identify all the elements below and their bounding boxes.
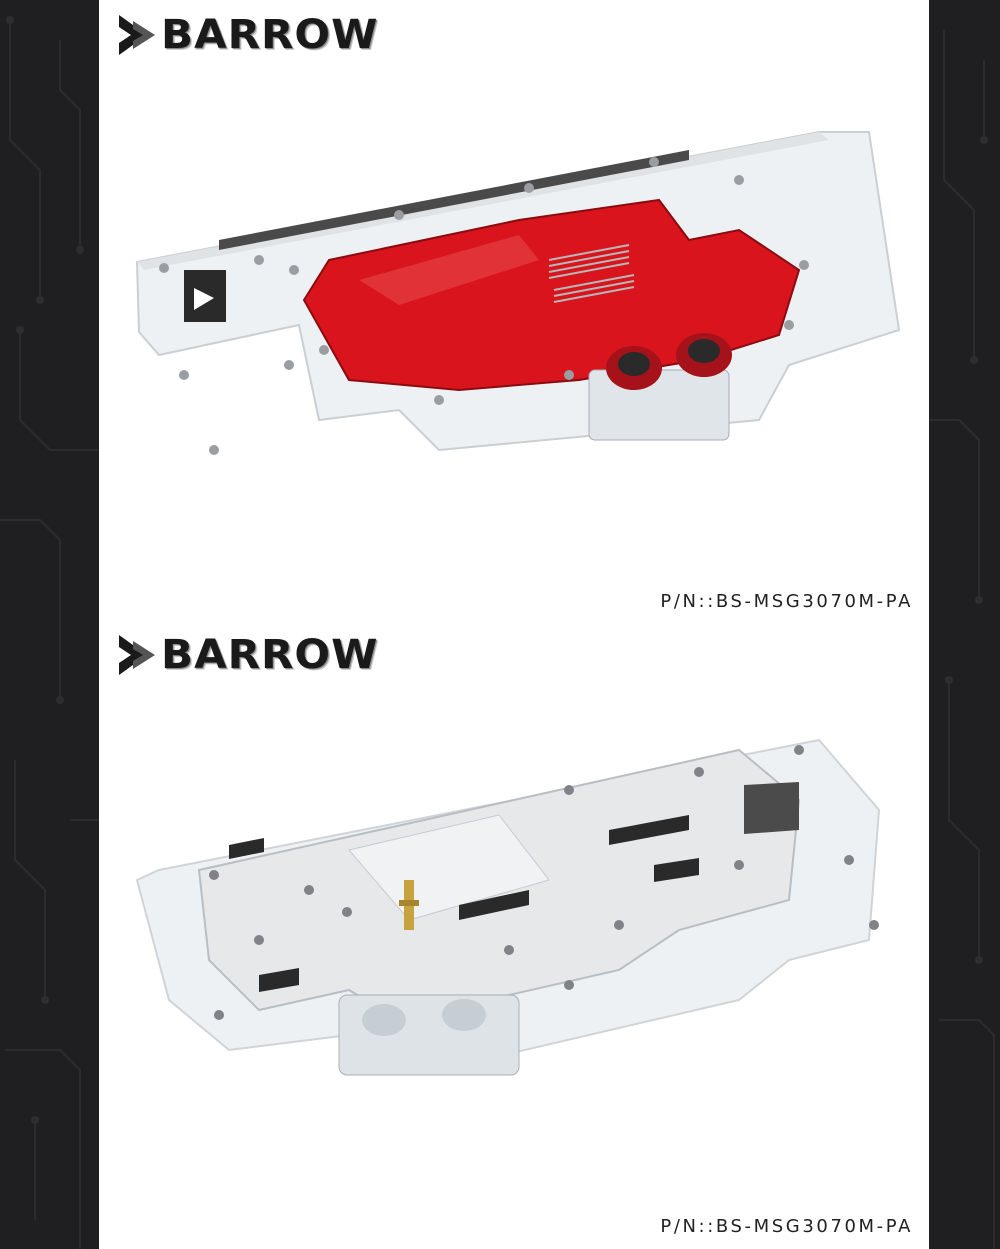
brand-logo: BARROW [117,630,377,680]
brand-name: BARROW [161,12,379,58]
brand-name: BARROW [161,632,379,678]
barrow-chevron-logo-icon [119,635,155,675]
water-block-back-image [99,730,929,1110]
product-panel-front: BARROW [99,0,929,620]
part-number: P/N::BS-MSG3070M-PA [660,591,913,612]
water-block-front-image [99,120,929,480]
left-circuit-background [0,0,99,1249]
right-circuit-background [929,0,1000,1249]
brand-logo: BARROW [117,10,377,60]
part-number: P/N::BS-MSG3070M-PA [660,1216,913,1237]
barrow-chevron-logo-icon [119,15,155,55]
product-panel-back: BARROW [99,620,929,1249]
